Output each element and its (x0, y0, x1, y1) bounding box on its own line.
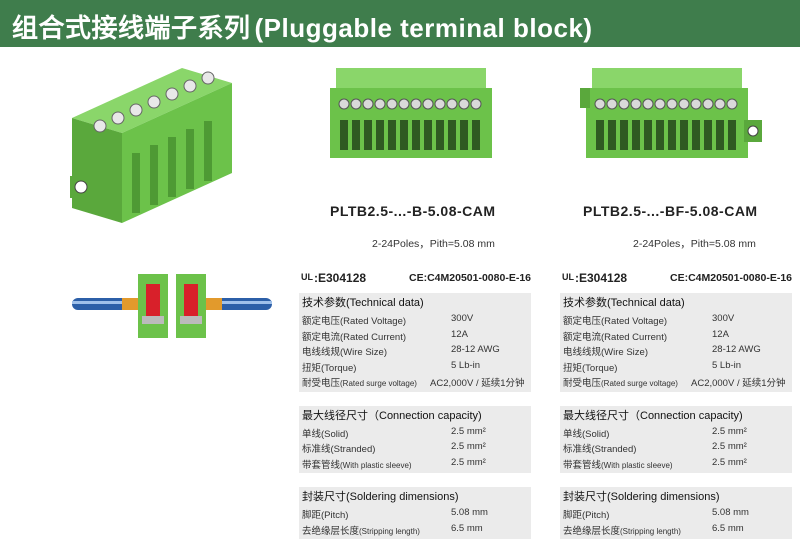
ul-certificate: UL:E304128 (562, 271, 628, 285)
soldering-dimensions-block: 封装尺寸(Soldering dimensions) 脚距(Pitch)5.08… (560, 487, 792, 539)
page-title: 组合式接线端子系列(Pluggable terminal block) (12, 8, 593, 45)
ul-mark-icon: UL (562, 272, 574, 282)
product-b-image (330, 68, 492, 158)
spec-row: 单线(Solid)2.5 mm² (563, 425, 747, 440)
connection-capacity-block: 最大线径尺寸（Connection capacity) 单线(Solid)2.5… (560, 405, 792, 473)
block-title: 封装尺寸(Soldering dimensions) (563, 491, 720, 503)
ce-certificate: CE:C4M20501-0080-E-16 (409, 272, 531, 284)
spec-row: 额定电流(Rated Current)12A (302, 328, 468, 343)
spec-row: 脚距(Pitch)5.08 mm (302, 507, 488, 521)
block-title: 技术参数(Technical data) (302, 297, 424, 309)
spec-panel-b: UL:E304128 CE:C4M20501-0080-E-16 技术参数(Te… (299, 271, 531, 539)
spec-row: 额定电压(Rated Voltage)300V (302, 313, 474, 327)
block-title: 技术参数(Technical data) (563, 297, 685, 309)
spec-row: 标准线(Stranded)2.5 mm² (302, 441, 486, 455)
technical-data-block: 技术参数(Technical data) 额定电压(Rated Voltage)… (560, 293, 792, 392)
connection-capacity-block: 最大线径尺寸（Connection capacity) 单线(Solid)2.5… (299, 405, 531, 473)
product-bf-image (580, 68, 762, 158)
spec-row: 带套管线(With plastic sleeve)2.5 mm² (563, 456, 747, 471)
certification-row: UL:E304128 CE:C4M20501-0080-E-16 (299, 271, 531, 289)
certification-row: UL:E304128 CE:C4M20501-0080-E-16 (560, 271, 792, 289)
spec-row: 带套管线(With plastic sleeve)2.5 mm² (302, 456, 486, 471)
spec-row: 耐受电压(Rated surge voltage)AC2,000V / 延续1分… (563, 378, 786, 389)
spec-panel-bf: UL:E304128 CE:C4M20501-0080-E-16 技术参数(Te… (560, 271, 792, 539)
terminal-block-3d-image (70, 68, 232, 223)
product-poles-bf: 2-24Poles，Pith=5.08 mm (633, 238, 756, 250)
spec-row: 电线线规(Wire Size)28-12 AWG (563, 344, 761, 358)
wiring-cross-section-image (72, 274, 272, 338)
block-title: 封装尺寸(Soldering dimensions) (302, 491, 459, 503)
spec-row: 电线线规(Wire Size)28-12 AWG (302, 344, 500, 358)
product-model-b: PLTB2.5-...-B-5.08-CAM (330, 203, 496, 219)
spec-row: 去绝缘层长度(Stripping length)6.5 mm (563, 522, 744, 537)
spec-row: 标准线(Stranded)2.5 mm² (563, 441, 747, 455)
spec-row: 脚距(Pitch)5.08 mm (563, 507, 749, 521)
block-title: 最大线径尺寸（Connection capacity) (302, 409, 482, 422)
spec-row: 扭矩(Torque)5 Lb-in (563, 359, 742, 374)
ce-certificate: CE:C4M20501-0080-E-16 (670, 272, 792, 284)
spec-row: 耐受电压(Rated surge voltage)AC2,000V / 延续1分… (302, 378, 525, 389)
ul-certificate: UL:E304128 (301, 271, 367, 285)
product-poles-b: 2-24Poles，Pith=5.08 mm (372, 238, 495, 250)
ul-mark-icon: UL (301, 272, 313, 282)
spec-row: 额定电流(Rated Current)12A (563, 328, 729, 343)
title-chinese: 组合式接线端子系列 (12, 13, 251, 43)
spec-row: 扭矩(Torque)5 Lb-in (302, 359, 481, 374)
technical-data-block: 技术参数(Technical data) 额定电压(Rated Voltage)… (299, 293, 531, 392)
spec-row: 额定电压(Rated Voltage)300V (563, 313, 735, 327)
spec-row: 单线(Solid)2.5 mm² (302, 425, 486, 440)
soldering-dimensions-block: 封装尺寸(Soldering dimensions) 脚距(Pitch)5.08… (299, 487, 531, 539)
spec-row: 去绝缘层长度(Stripping length)6.5 mm (302, 522, 483, 537)
title-english: (Pluggable terminal block) (254, 13, 593, 43)
product-model-bf: PLTB2.5-...-BF-5.08-CAM (583, 203, 758, 219)
block-title: 最大线径尺寸（Connection capacity) (563, 409, 743, 422)
header-bar: 组合式接线端子系列(Pluggable terminal block) (0, 0, 800, 47)
